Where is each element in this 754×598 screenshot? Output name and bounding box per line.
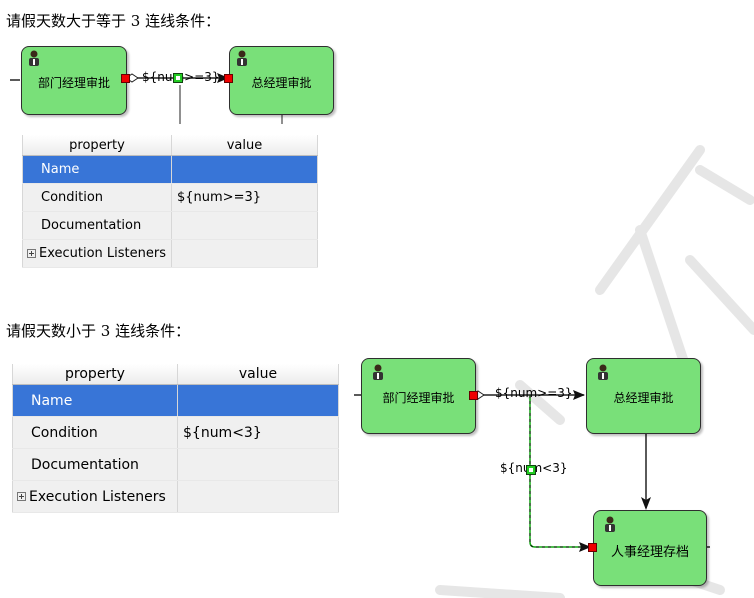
connector-handle[interactable] (588, 543, 597, 552)
property-table-top: property value Name Condition ${num>=3} … (22, 135, 318, 268)
property-cell: Execution Listeners (39, 246, 167, 261)
property-cell: Condition (12, 416, 178, 449)
task-label: 部门经理审批 (382, 391, 455, 405)
task-label: 总经理审批 (251, 76, 312, 90)
user-icon (598, 364, 608, 380)
table-header: property value (12, 364, 339, 385)
table-row[interactable]: Condition ${num<3} (12, 416, 339, 449)
flow-midpoint-handle[interactable] (173, 73, 183, 83)
value-cell[interactable] (177, 448, 339, 481)
diagram-bottom-connectors (354, 390, 710, 552)
user-icon (237, 50, 247, 66)
property-cell: Execution Listeners (29, 488, 166, 505)
caption-top: 请假天数大于等于 3 连线条件： (6, 12, 221, 30)
property-cell: Condition (22, 183, 172, 212)
column-header-property: property (22, 135, 172, 156)
task-dept-manager-approval[interactable]: 部门经理审批 (21, 46, 127, 115)
table-row[interactable]: Name (12, 384, 339, 417)
column-header-value: value (177, 364, 339, 385)
task-hr-manager-archive[interactable]: 人事经理存档 (593, 510, 707, 586)
user-icon (29, 50, 39, 66)
property-cell: Name (12, 384, 178, 417)
column-header-value: value (171, 135, 318, 156)
value-cell[interactable]: ${num<3} (177, 416, 339, 449)
task-label: 部门经理审批 (37, 76, 110, 90)
caption-bottom: 请假天数小于 3 连线条件： (6, 322, 191, 340)
property-cell: Name (22, 155, 172, 184)
expand-icon[interactable] (27, 249, 36, 258)
value-cell[interactable] (177, 384, 339, 417)
property-cell: Documentation (22, 211, 172, 240)
task-gm-approval[interactable]: 总经理审批 (229, 46, 334, 115)
value-cell[interactable] (171, 239, 318, 268)
value-cell[interactable]: ${num>=3} (171, 183, 318, 212)
table-row[interactable]: Documentation (12, 448, 339, 481)
table-row[interactable]: Execution Listeners (12, 480, 339, 513)
value-cell[interactable] (171, 211, 318, 240)
task-dept-manager-approval[interactable]: 部门经理审批 (361, 358, 476, 434)
table-row[interactable]: Execution Listeners (22, 239, 318, 268)
user-icon (605, 516, 615, 532)
flow-condition-label: ${num>=3} (495, 386, 573, 400)
connector-handle[interactable] (469, 391, 478, 400)
connector-handle[interactable] (224, 74, 233, 83)
task-gm-approval[interactable]: 总经理审批 (586, 358, 701, 434)
table-row[interactable]: Condition ${num>=3} (22, 183, 318, 212)
expand-icon[interactable] (17, 492, 26, 501)
column-header-property: property (12, 364, 178, 385)
task-label: 总经理审批 (613, 391, 674, 405)
table-header: property value (22, 135, 318, 156)
property-cell: Documentation (12, 448, 178, 481)
value-cell[interactable] (177, 480, 339, 513)
property-table-bottom: property value Name Condition ${num<3} D… (12, 364, 339, 513)
table-row[interactable]: Name (22, 155, 318, 184)
user-icon (373, 364, 383, 380)
task-label: 人事经理存档 (610, 545, 689, 560)
flow-midpoint-handle[interactable] (526, 465, 536, 475)
connector-handle[interactable] (121, 74, 130, 83)
table-row[interactable]: Documentation (22, 211, 318, 240)
value-cell[interactable] (171, 155, 318, 184)
